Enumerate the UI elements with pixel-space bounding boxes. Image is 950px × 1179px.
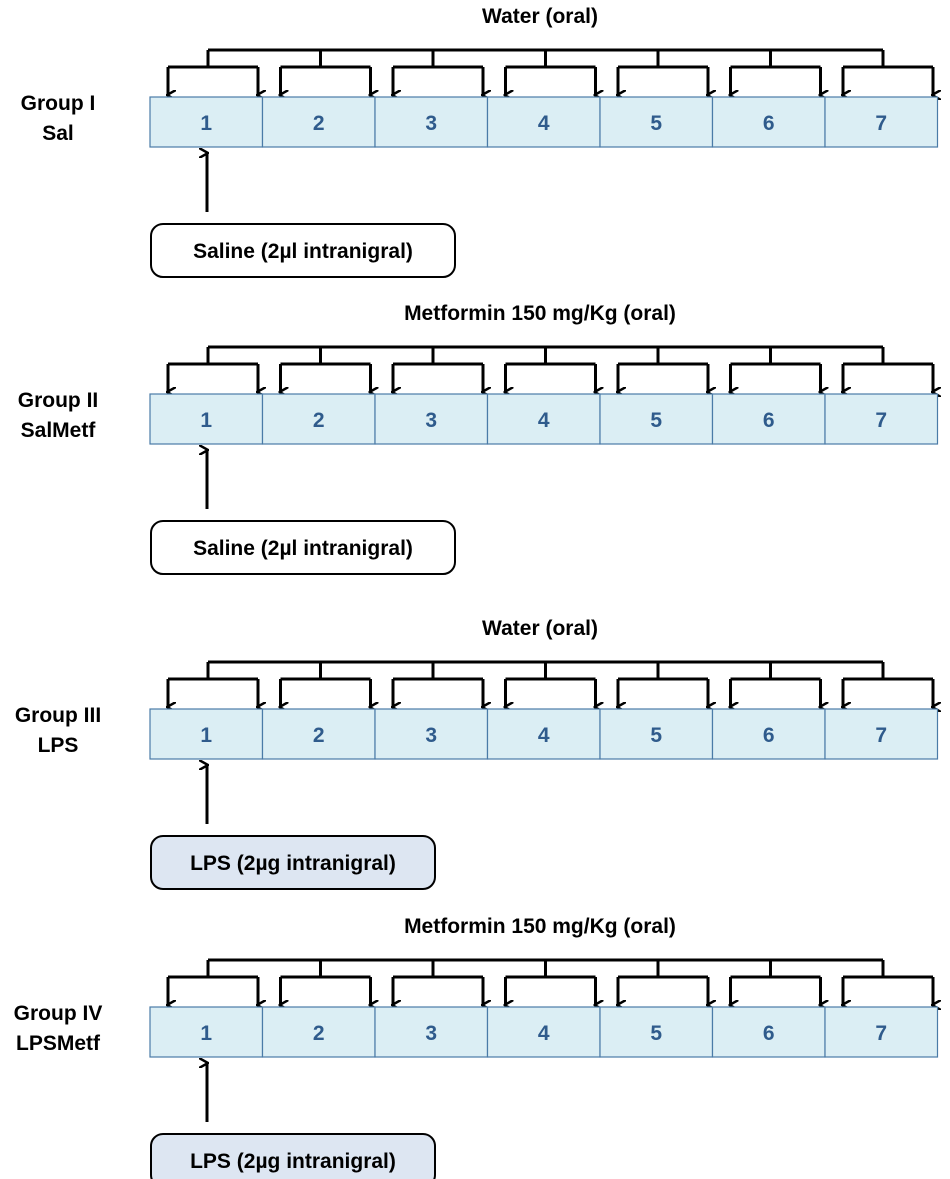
day-number: 3 [425,724,437,747]
day-cell [599,96,714,148]
injection-box [150,223,456,278]
day-number: 5 [650,409,662,432]
day-number: 4 [538,724,550,747]
day-cell [599,708,714,760]
treatment-title: Water (oral) [482,5,598,28]
day-number: 6 [763,112,775,135]
day-number: 3 [425,409,437,432]
injection-box [150,1133,436,1179]
day-cell [486,96,601,148]
group-block-4: Metformin 150 mg/Kg (oral) Group IV LPSMet… [14,915,938,1179]
day-cell [599,1006,714,1058]
day-cell [261,96,376,148]
injection-box [150,835,436,890]
group-block-2: Metformin 150 mg/Kg (oral) Group II SalMet… [18,302,939,575]
day-cell [486,1006,601,1058]
day-number: 5 [650,1022,662,1045]
day-cell [374,1006,489,1058]
day-number: 5 [650,724,662,747]
treatment-title: Metformin 150 mg/Kg (oral) [404,302,676,325]
injection-label: LPS (2µg intranigral) [190,1150,396,1173]
day-cell [149,1006,264,1058]
injection-box [150,520,456,575]
day-number: 7 [875,409,887,432]
day-cell [261,393,376,445]
day-number: 2 [313,724,325,747]
day-number: 2 [313,112,325,135]
day-cell [711,393,826,445]
day-cell [711,1006,826,1058]
day-number: 6 [763,409,775,432]
day-cell [486,393,601,445]
day-cell [711,96,826,148]
day-cell [149,708,264,760]
day-cell [149,393,264,445]
day-number: 2 [313,409,325,432]
injection-label: LPS (2µg intranigral) [190,852,396,875]
treatment-title: Metformin 150 mg/Kg (oral) [404,915,676,938]
day-cell [711,708,826,760]
day-cell [824,1006,939,1058]
day-cell [486,708,601,760]
group-sublabel: Sal [42,122,74,145]
injection-label: Saline (2µl intranigral) [193,240,413,263]
treatment-title: Water (oral) [482,617,598,640]
day-number: 1 [200,112,212,135]
group-sublabel: LPS [38,734,79,757]
day-number: 4 [538,112,550,135]
group-sublabel: LPSMetf [16,1032,101,1055]
day-number: 7 [875,1022,887,1045]
day-number: 7 [875,724,887,747]
day-cell [261,708,376,760]
day-cell [824,96,939,148]
day-number: 4 [538,409,550,432]
day-number: 6 [763,1022,775,1045]
day-number: 7 [875,112,887,135]
day-number: 1 [200,1022,212,1045]
day-cell [824,708,939,760]
day-cell [374,708,489,760]
day-number: 1 [200,409,212,432]
injection-label: Saline (2µl intranigral) [193,537,413,560]
day-number: 2 [313,1022,325,1045]
day-cell [824,393,939,445]
group-label: Group IV [14,1002,103,1025]
day-number: 3 [425,1022,437,1045]
group-label: Group I [21,92,96,115]
day-cell [374,96,489,148]
day-number: 1 [200,724,212,747]
group-label: Group III [15,704,101,727]
day-number: 5 [650,112,662,135]
day-number: 4 [538,1022,550,1045]
day-cell [261,1006,376,1058]
day-number: 6 [763,724,775,747]
day-cell [599,393,714,445]
group-sublabel: SalMetf [21,419,97,442]
day-number: 3 [425,112,437,135]
group-label: Group II [18,389,99,412]
